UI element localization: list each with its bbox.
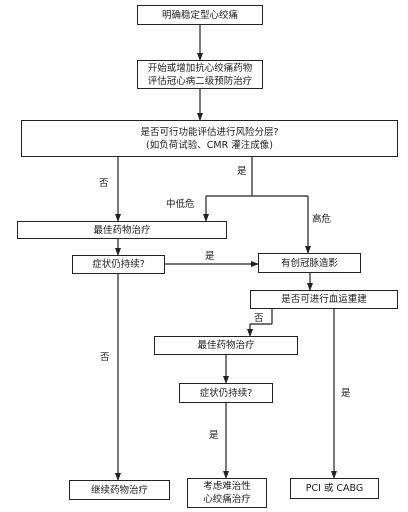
label-revasc-yes: 是 — [341, 388, 351, 399]
node-start-label: 明确稳定型心绞痛 — [161, 9, 238, 21]
node-begin-treatment-line1: 开始或增加抗心绞痛药物 — [147, 62, 253, 74]
label-high-risk: 高危 — [312, 214, 332, 225]
label-risk-yes: 是 — [237, 166, 247, 177]
node-risk-stratification: 是否可行功能评估进行风险分层? (如负荷试验、CMR 灌注成像) — [21, 120, 398, 157]
node-persist2-label: 症状仍持续? — [199, 387, 253, 399]
node-pci-or-cabg: PCI 或 CABG — [290, 478, 379, 499]
node-begin-treatment-line2: 评估冠心病二级预防治疗 — [147, 75, 253, 87]
node-optimal-medical-therapy-2: 最佳药物治疗 — [154, 336, 298, 355]
node-omt2-label: 最佳药物治疗 — [197, 340, 255, 351]
label-risk-no: 否 — [99, 178, 109, 189]
node-omt1-label: 最佳药物治疗 — [93, 224, 151, 236]
node-begin-treatment: 开始或增加抗心绞痛药物 评估冠心病二级预防治疗 — [137, 60, 263, 89]
node-refractory-line1: 考虑难治性 — [203, 481, 251, 492]
node-revasc-label: 是否可进行血运重建 — [281, 294, 367, 305]
node-persist1-label: 症状仍持续? — [92, 259, 145, 270]
node-continue-med-label: 继续药物治疗 — [90, 484, 148, 496]
label-persist1-yes: 是 — [205, 251, 215, 262]
node-start: 明确稳定型心绞痛 — [137, 5, 263, 25]
node-pci-label: PCI 或 CABG — [305, 483, 364, 494]
node-revascularization-possible: 是否可进行血运重建 — [250, 290, 398, 309]
node-continue-medication: 继续药物治疗 — [69, 480, 170, 500]
node-risk-stratification-line1: 是否可行功能评估进行风险分层? — [140, 126, 279, 138]
node-symptoms-persist-2: 症状仍持续? — [179, 383, 273, 403]
node-symptoms-persist-1: 症状仍持续? — [72, 255, 165, 274]
node-invasive-angiography: 有创冠脉造影 — [258, 253, 361, 273]
node-risk-stratification-line2: (如负荷试验、CMR 灌注成像) — [146, 139, 273, 151]
label-low-mid-risk: 中低危 — [166, 199, 195, 210]
label-persist1-no: 否 — [100, 352, 110, 363]
node-angio-label: 有创冠脉造影 — [280, 257, 338, 269]
node-optimal-medical-therapy-1: 最佳药物治疗 — [17, 221, 227, 239]
node-refractory-line2: 心绞痛治疗 — [203, 494, 251, 505]
label-revasc-no: 否 — [254, 313, 264, 324]
node-refractory-angina: 考虑难治性 心绞痛治疗 — [187, 478, 267, 508]
label-persist2-yes: 是 — [209, 430, 219, 441]
